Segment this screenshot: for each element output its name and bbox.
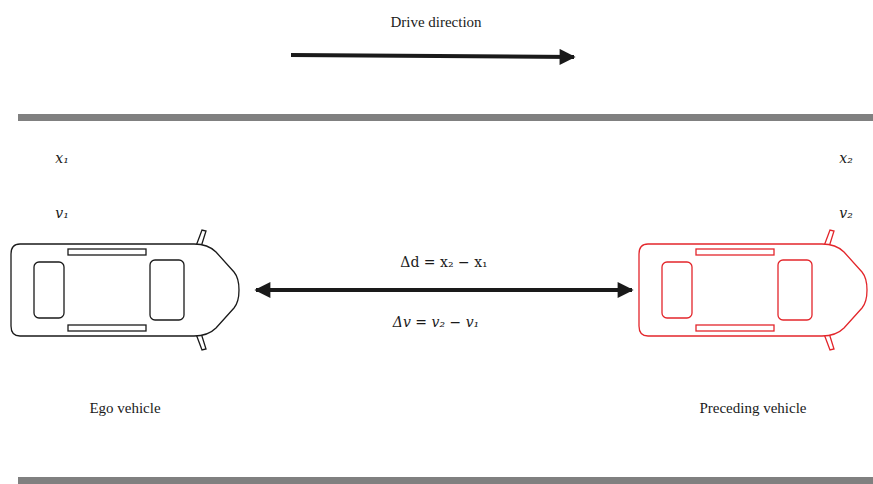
car-illustration bbox=[8, 224, 242, 356]
vehicle-label: Preceding vehicle bbox=[636, 356, 870, 417]
car-part bbox=[778, 260, 812, 320]
vehicle-label: Ego vehicle bbox=[8, 356, 242, 417]
car-part bbox=[662, 262, 692, 318]
vehicle: Preceding vehicle bbox=[636, 224, 870, 417]
road-edge bbox=[18, 477, 873, 484]
car-part bbox=[696, 325, 774, 331]
car-part bbox=[68, 325, 146, 331]
car-part bbox=[696, 249, 774, 255]
position-label: x₁ bbox=[55, 150, 69, 167]
car-part bbox=[150, 260, 184, 320]
speed-label: v₂ bbox=[839, 205, 853, 222]
car-illustration bbox=[636, 224, 870, 356]
relative-speed-label: Δv = v₂ − v₁ bbox=[393, 314, 479, 331]
vehicle: Ego vehicle bbox=[8, 224, 242, 417]
gap-label: Δd = x₂ − x₁ bbox=[397, 254, 490, 270]
direction-label: Drive direction bbox=[390, 13, 481, 31]
car-part bbox=[11, 244, 239, 336]
speed-label: v₁ bbox=[55, 205, 69, 222]
car-part bbox=[68, 249, 146, 255]
distance-arrow bbox=[256, 288, 632, 292]
position-label: x₂ bbox=[839, 150, 853, 167]
road-edge bbox=[18, 114, 873, 121]
car-part bbox=[639, 244, 867, 336]
direction-arrow bbox=[291, 55, 574, 57]
car-part bbox=[34, 262, 64, 318]
